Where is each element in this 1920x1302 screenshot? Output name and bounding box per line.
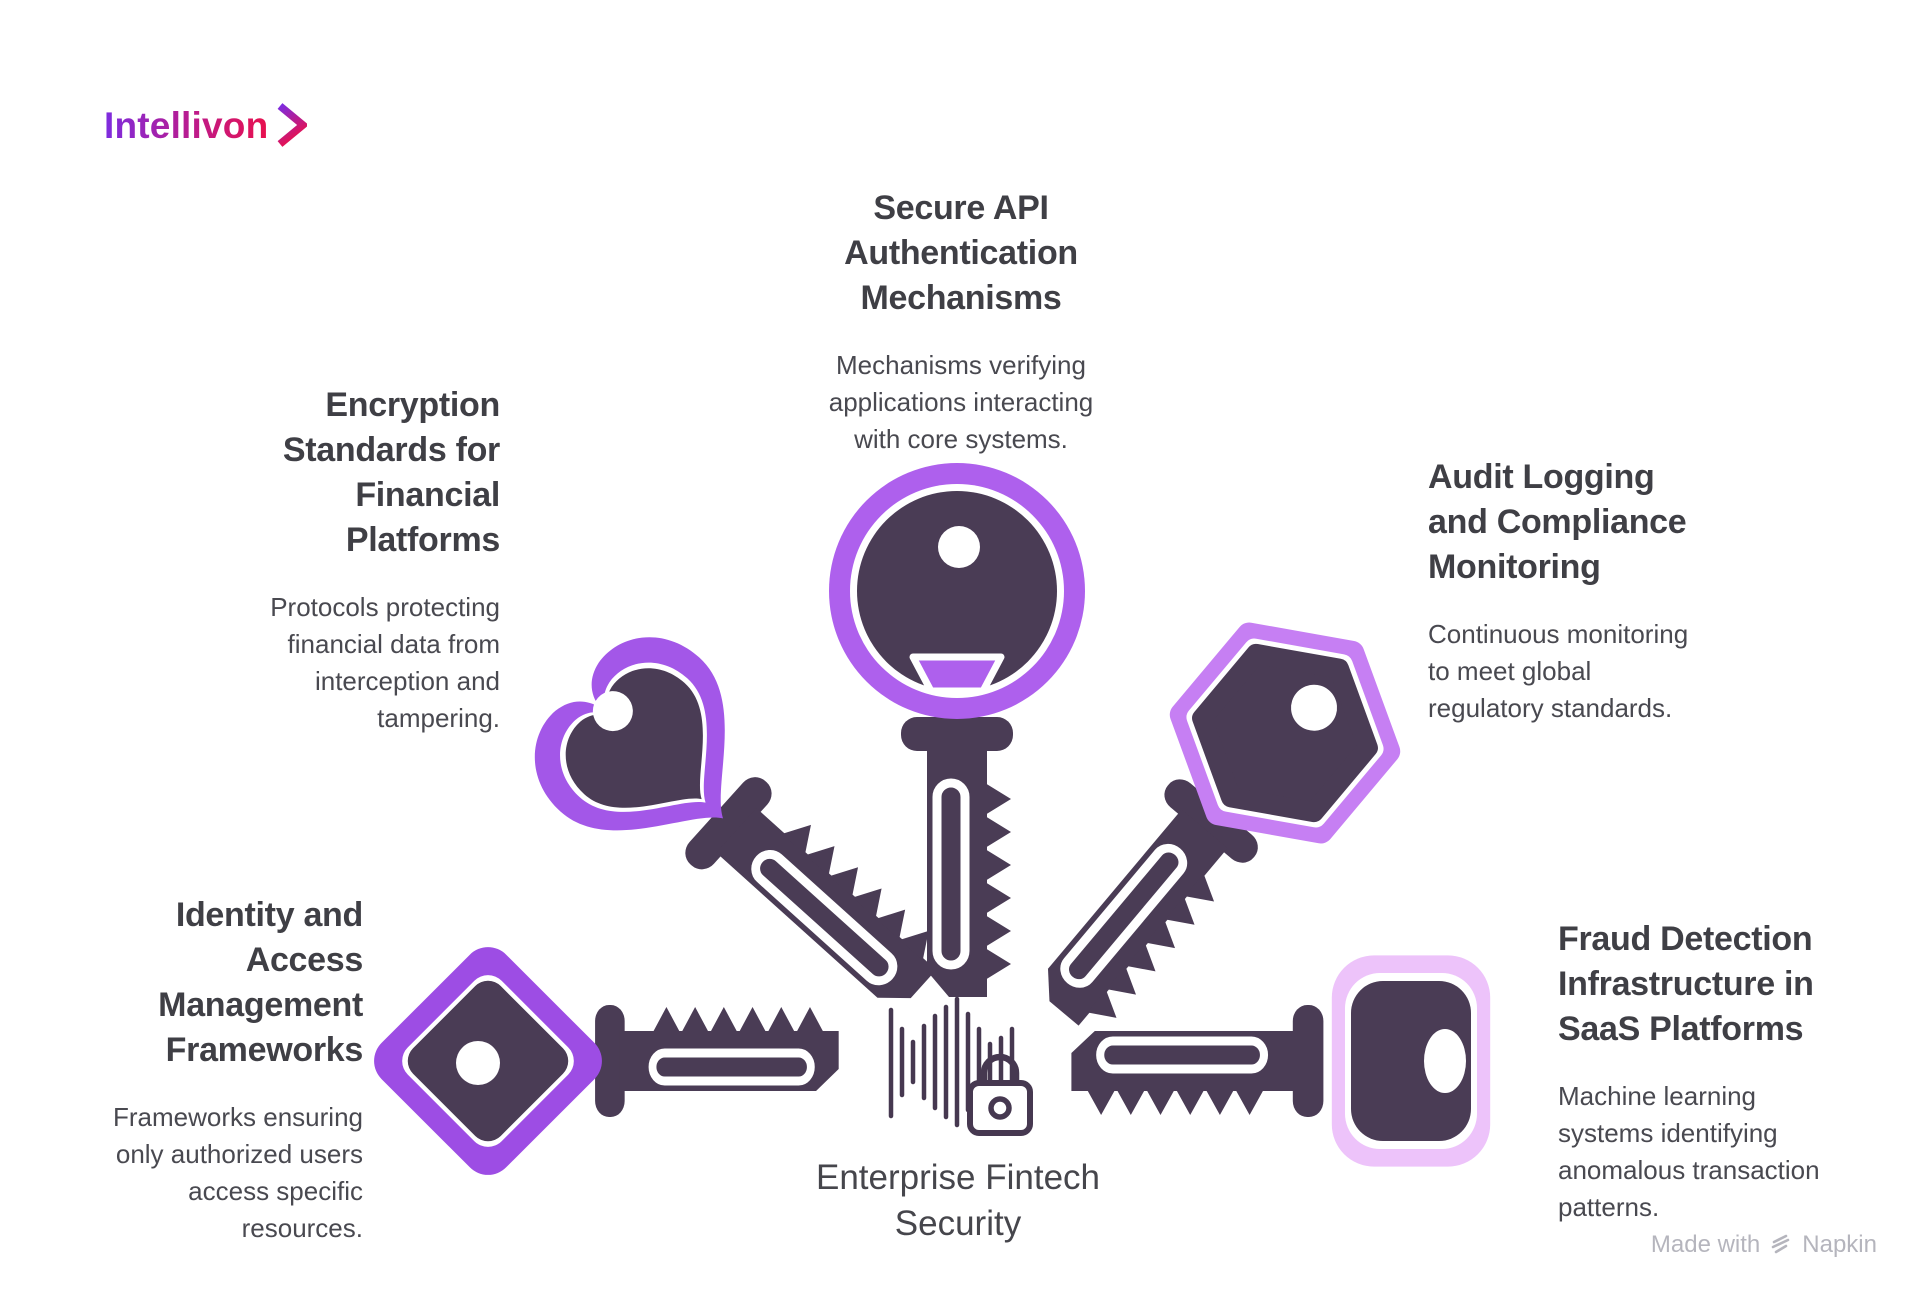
lock-shackle [980, 1053, 1020, 1086]
key-heart-icon [507, 609, 985, 1070]
topic-description: Protocols protecting financial data from… [270, 592, 500, 733]
topic-title: Secure API Authentication Mechanisms [844, 189, 1078, 317]
topic-title: Audit Logging and Compliance Monitoring [1428, 458, 1687, 586]
center-title: Enterprise Fintech Security [815, 1158, 1101, 1243]
topic-description: Frameworks ensuring only authorized user… [113, 1102, 363, 1243]
key-hole-cutout [592, 691, 633, 732]
napkin-watermark: Made with Napkin [1651, 1231, 1877, 1259]
topic-title: Encryption Standards for Financial Platf… [282, 386, 500, 559]
topic-fraud-detection: Fraud Detection Infrastructure in SaaS P… [1558, 917, 1918, 1226]
key-head [1149, 595, 1422, 871]
brand-logo-text: Intellivon [104, 105, 269, 146]
waveform-lock-icon [888, 996, 1033, 1136]
topic-title: Fraud Detection Infrastructure in SaaS P… [1558, 920, 1814, 1048]
key-diamond-icon [363, 936, 839, 1186]
key-head [507, 609, 793, 896]
key-round-icon [829, 463, 1085, 997]
watermark-prefix: Made with [1650, 1231, 1761, 1258]
topic-secure-api: Secure API Authentication Mechanisms Mec… [731, 186, 1191, 458]
key-shaft [1071, 1005, 1323, 1117]
key-hole-cutout [1291, 684, 1338, 731]
key-hole-cutout [938, 526, 980, 568]
lock-keyhole [988, 1096, 1012, 1120]
key-head [829, 463, 1085, 719]
topic-audit-logging: Audit Logging and Compliance Monitoring … [1428, 455, 1768, 727]
key-hole-cutout [1424, 1029, 1466, 1093]
topic-description: Continuous monitoring to meet global reg… [1428, 619, 1689, 723]
key-shaft [595, 1005, 839, 1117]
topic-description: Mechanisms verifying applications intera… [828, 350, 1094, 454]
key-rounded-rect-icon [1071, 955, 1491, 1167]
topic-description: Machine learning systems identifying ano… [1558, 1081, 1820, 1222]
topic-title: Identity and Access Management Framework… [158, 896, 363, 1069]
key-hole-cutout [456, 1041, 500, 1085]
topic-encryption-standards: Encryption Standards for Financial Platf… [160, 383, 500, 737]
watermark-brand: Napkin [1802, 1231, 1877, 1258]
napkin-logo-icon [1771, 1234, 1790, 1254]
key-hexagon-icon [986, 595, 1421, 1065]
key-head [363, 936, 613, 1186]
topic-identity-access: Identity and Access Management Framework… [23, 893, 363, 1247]
chevron-right-icon [278, 103, 308, 147]
key-head [1331, 955, 1491, 1167]
brand-logo: Intellivon [104, 103, 308, 148]
